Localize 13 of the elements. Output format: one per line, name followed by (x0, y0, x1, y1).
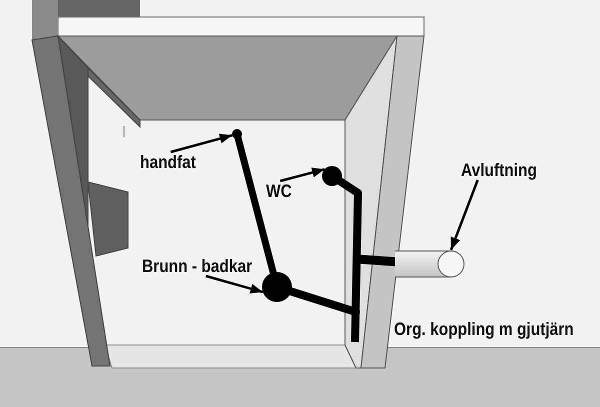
pipe-joint (262, 272, 292, 302)
pipe-end-disc (322, 166, 342, 186)
leader-arrow (206, 274, 264, 294)
leader-arrow (170, 134, 233, 154)
part-label: Org. koppling m gjutjärn (394, 319, 574, 339)
pipe-end-dot (232, 129, 242, 139)
part-label: handfat (140, 152, 196, 172)
part-label: Avluftning (461, 160, 537, 180)
leader-arrow (450, 180, 479, 250)
vent-pipe (395, 250, 465, 278)
leader-arrow (280, 168, 325, 182)
part-label: WC (266, 181, 292, 201)
part-label: Brunn - badkar (142, 256, 252, 276)
